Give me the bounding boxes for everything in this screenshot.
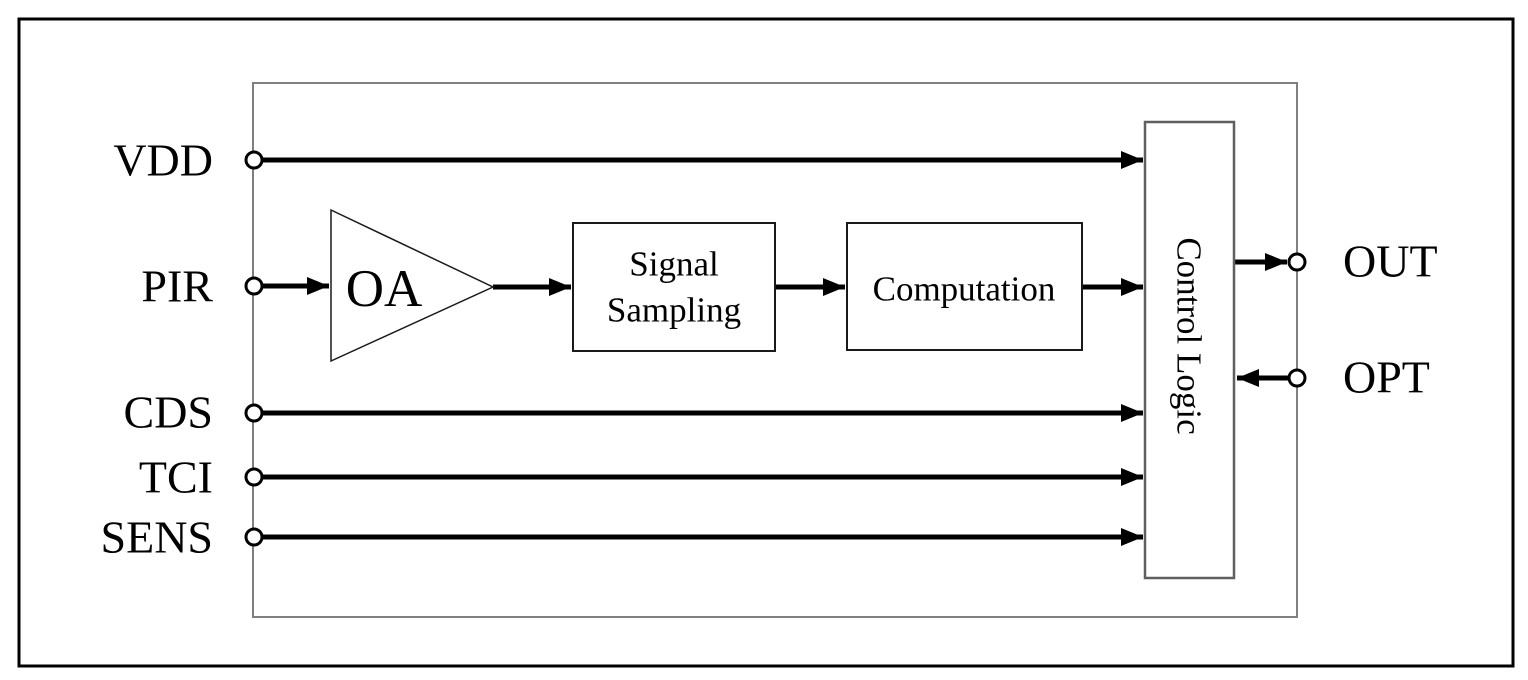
- out-terminal: [1287, 252, 1307, 272]
- signal-sampling-box: [572, 222, 776, 352]
- pin-label-pir: PIR: [141, 261, 213, 312]
- pin-label-sens: SENS: [101, 512, 213, 563]
- op-amp-label: OA: [346, 260, 423, 318]
- pin-label-vdd: VDD: [113, 135, 213, 186]
- op-amp-triangle: [330, 208, 495, 363]
- tci-terminal: [244, 467, 264, 487]
- pin-label-out: OUT: [1343, 236, 1438, 287]
- control-logic-label: Control Logic: [1170, 237, 1209, 434]
- cds-terminal: [244, 403, 264, 423]
- computation-box: [846, 222, 1083, 351]
- chip-boundary: [252, 82, 1298, 618]
- sens-terminal: [244, 527, 264, 547]
- pin-label-cds: CDS: [124, 387, 213, 438]
- pir-terminal: [244, 276, 264, 296]
- pin-label-opt: OPT: [1343, 352, 1430, 403]
- vdd-terminal: [244, 150, 264, 170]
- signal-sampling-label-line1: Signal: [629, 245, 719, 284]
- computation-label: Computation: [873, 270, 1056, 309]
- signal-sampling-label-line2: Sampling: [607, 291, 741, 330]
- outer-border: [17, 17, 1515, 668]
- pin-label-tci: TCI: [139, 452, 213, 503]
- opt-terminal: [1287, 368, 1307, 388]
- control-logic-box: [1143, 120, 1236, 580]
